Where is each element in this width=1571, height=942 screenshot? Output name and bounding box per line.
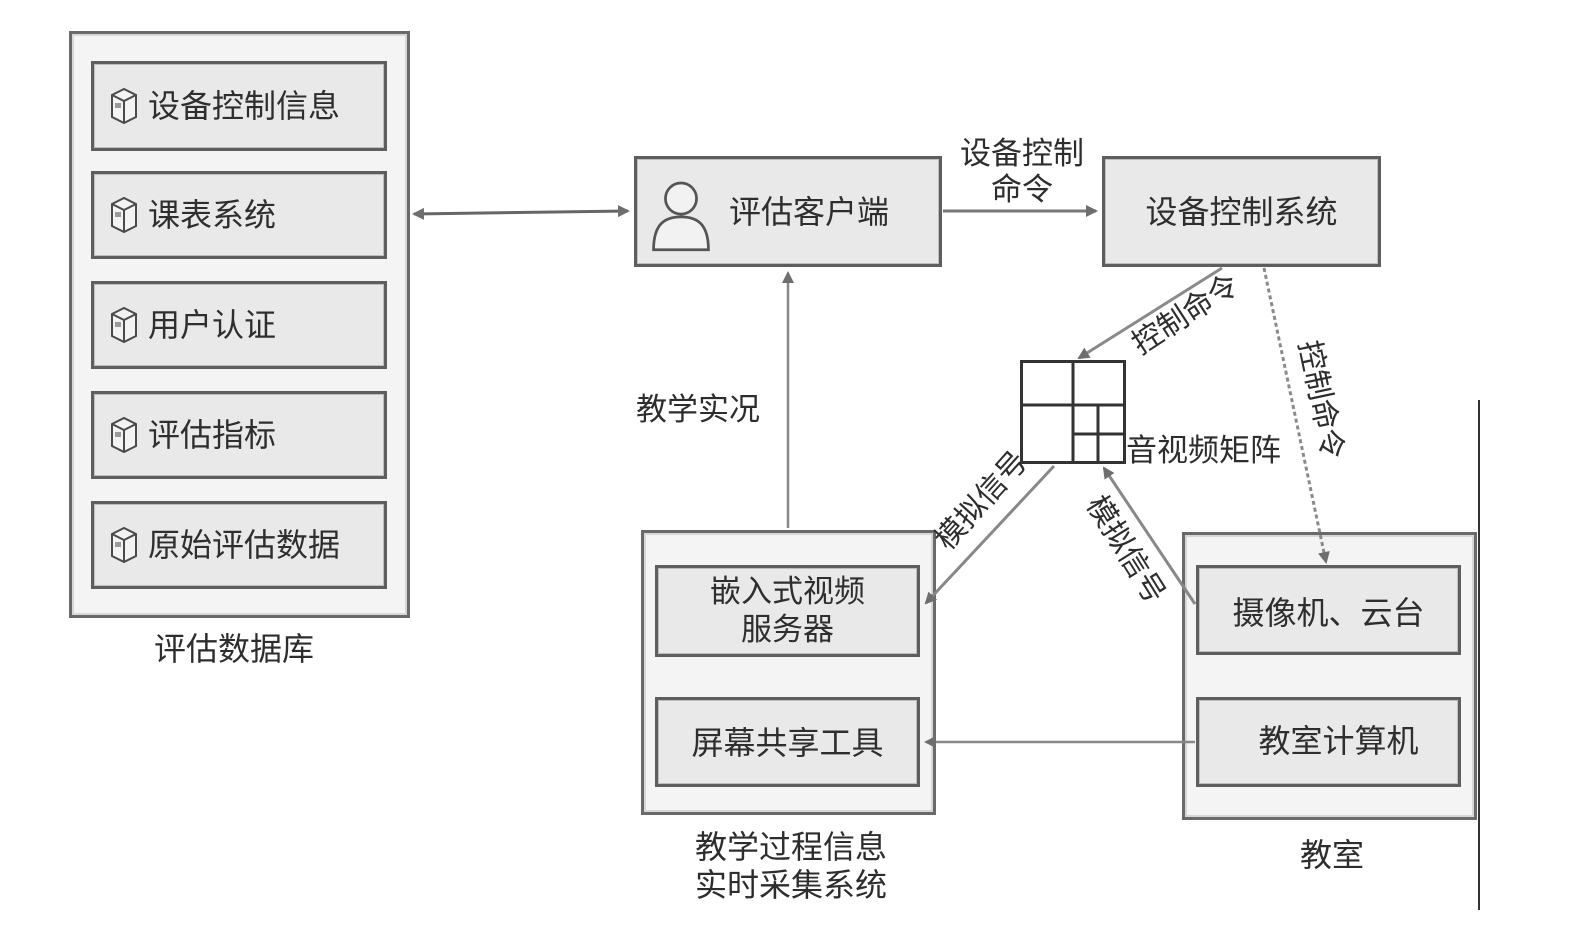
db-item-label: 用户认证 — [148, 306, 277, 344]
evaluation-client-box: 评估客户端 — [634, 156, 942, 267]
db-item-user-auth: 用户认证 — [91, 281, 387, 369]
database-icon — [111, 196, 137, 234]
camera-label: 摄像机、云台 — [1232, 594, 1425, 632]
analog-signal-from-camera-label: 模拟信号 — [1078, 489, 1173, 610]
analog-signal-to-server-label: 模拟信号 — [928, 444, 1035, 557]
device-control-system-label: 设备控制系统 — [1145, 193, 1338, 231]
database-icon — [111, 87, 137, 125]
device-control-command-line1: 设备控制 — [960, 136, 1084, 172]
camera-box: 摄像机、云台 — [1196, 565, 1461, 655]
classroom-title: 教室 — [1299, 836, 1364, 874]
database-title: 评估数据库 — [153, 630, 314, 668]
db-item-device-control-info: 设备控制信息 — [91, 61, 387, 151]
db-item-label: 原始评估数据 — [148, 526, 341, 564]
device-control-system-box: 设备控制系统 — [1102, 156, 1381, 267]
device-control-command-line2: 命令 — [991, 172, 1053, 208]
database-icon — [111, 526, 137, 564]
video-server-box: 嵌入式视频 服务器 — [655, 565, 920, 657]
user-icon — [652, 181, 710, 252]
db-item-label: 设备控制信息 — [148, 87, 341, 125]
db-item-raw-eval-data: 原始评估数据 — [91, 501, 387, 589]
video-server-label-line2: 服务器 — [741, 612, 834, 648]
evaluation-client-label: 评估客户端 — [729, 193, 890, 231]
page-edge-line — [1478, 400, 1480, 910]
db-item-eval-indicators: 评估指标 — [91, 391, 387, 479]
screen-share-label: 屏幕共享工具 — [691, 724, 884, 762]
screen-share-box: 屏幕共享工具 — [655, 697, 920, 787]
av-matrix-icon — [1020, 360, 1126, 464]
video-server-label-line1: 嵌入式视频 — [710, 574, 865, 610]
control-command-to-classroom-label: 控制命令 — [1290, 337, 1351, 463]
db-item-schedule-system: 课表系统 — [91, 171, 387, 259]
acquisition-title-line2: 实时采集系统 — [694, 866, 887, 904]
control-command-to-matrix-label: 控制命令 — [1125, 267, 1246, 362]
db-client-arrow — [412, 205, 630, 220]
database-icon — [111, 306, 137, 344]
classroom-computer-box: 教室计算机 — [1196, 697, 1461, 787]
teaching-live-label: 教学实况 — [636, 392, 760, 428]
av-matrix-label: 音视频矩阵 — [1126, 433, 1281, 469]
classroom-computer-label: 教室计算机 — [1258, 722, 1419, 760]
db-item-label: 课表系统 — [148, 196, 277, 234]
acquisition-title-line1: 教学过程信息 — [694, 828, 887, 866]
db-item-label: 评估指标 — [148, 416, 277, 454]
database-icon — [111, 416, 137, 454]
